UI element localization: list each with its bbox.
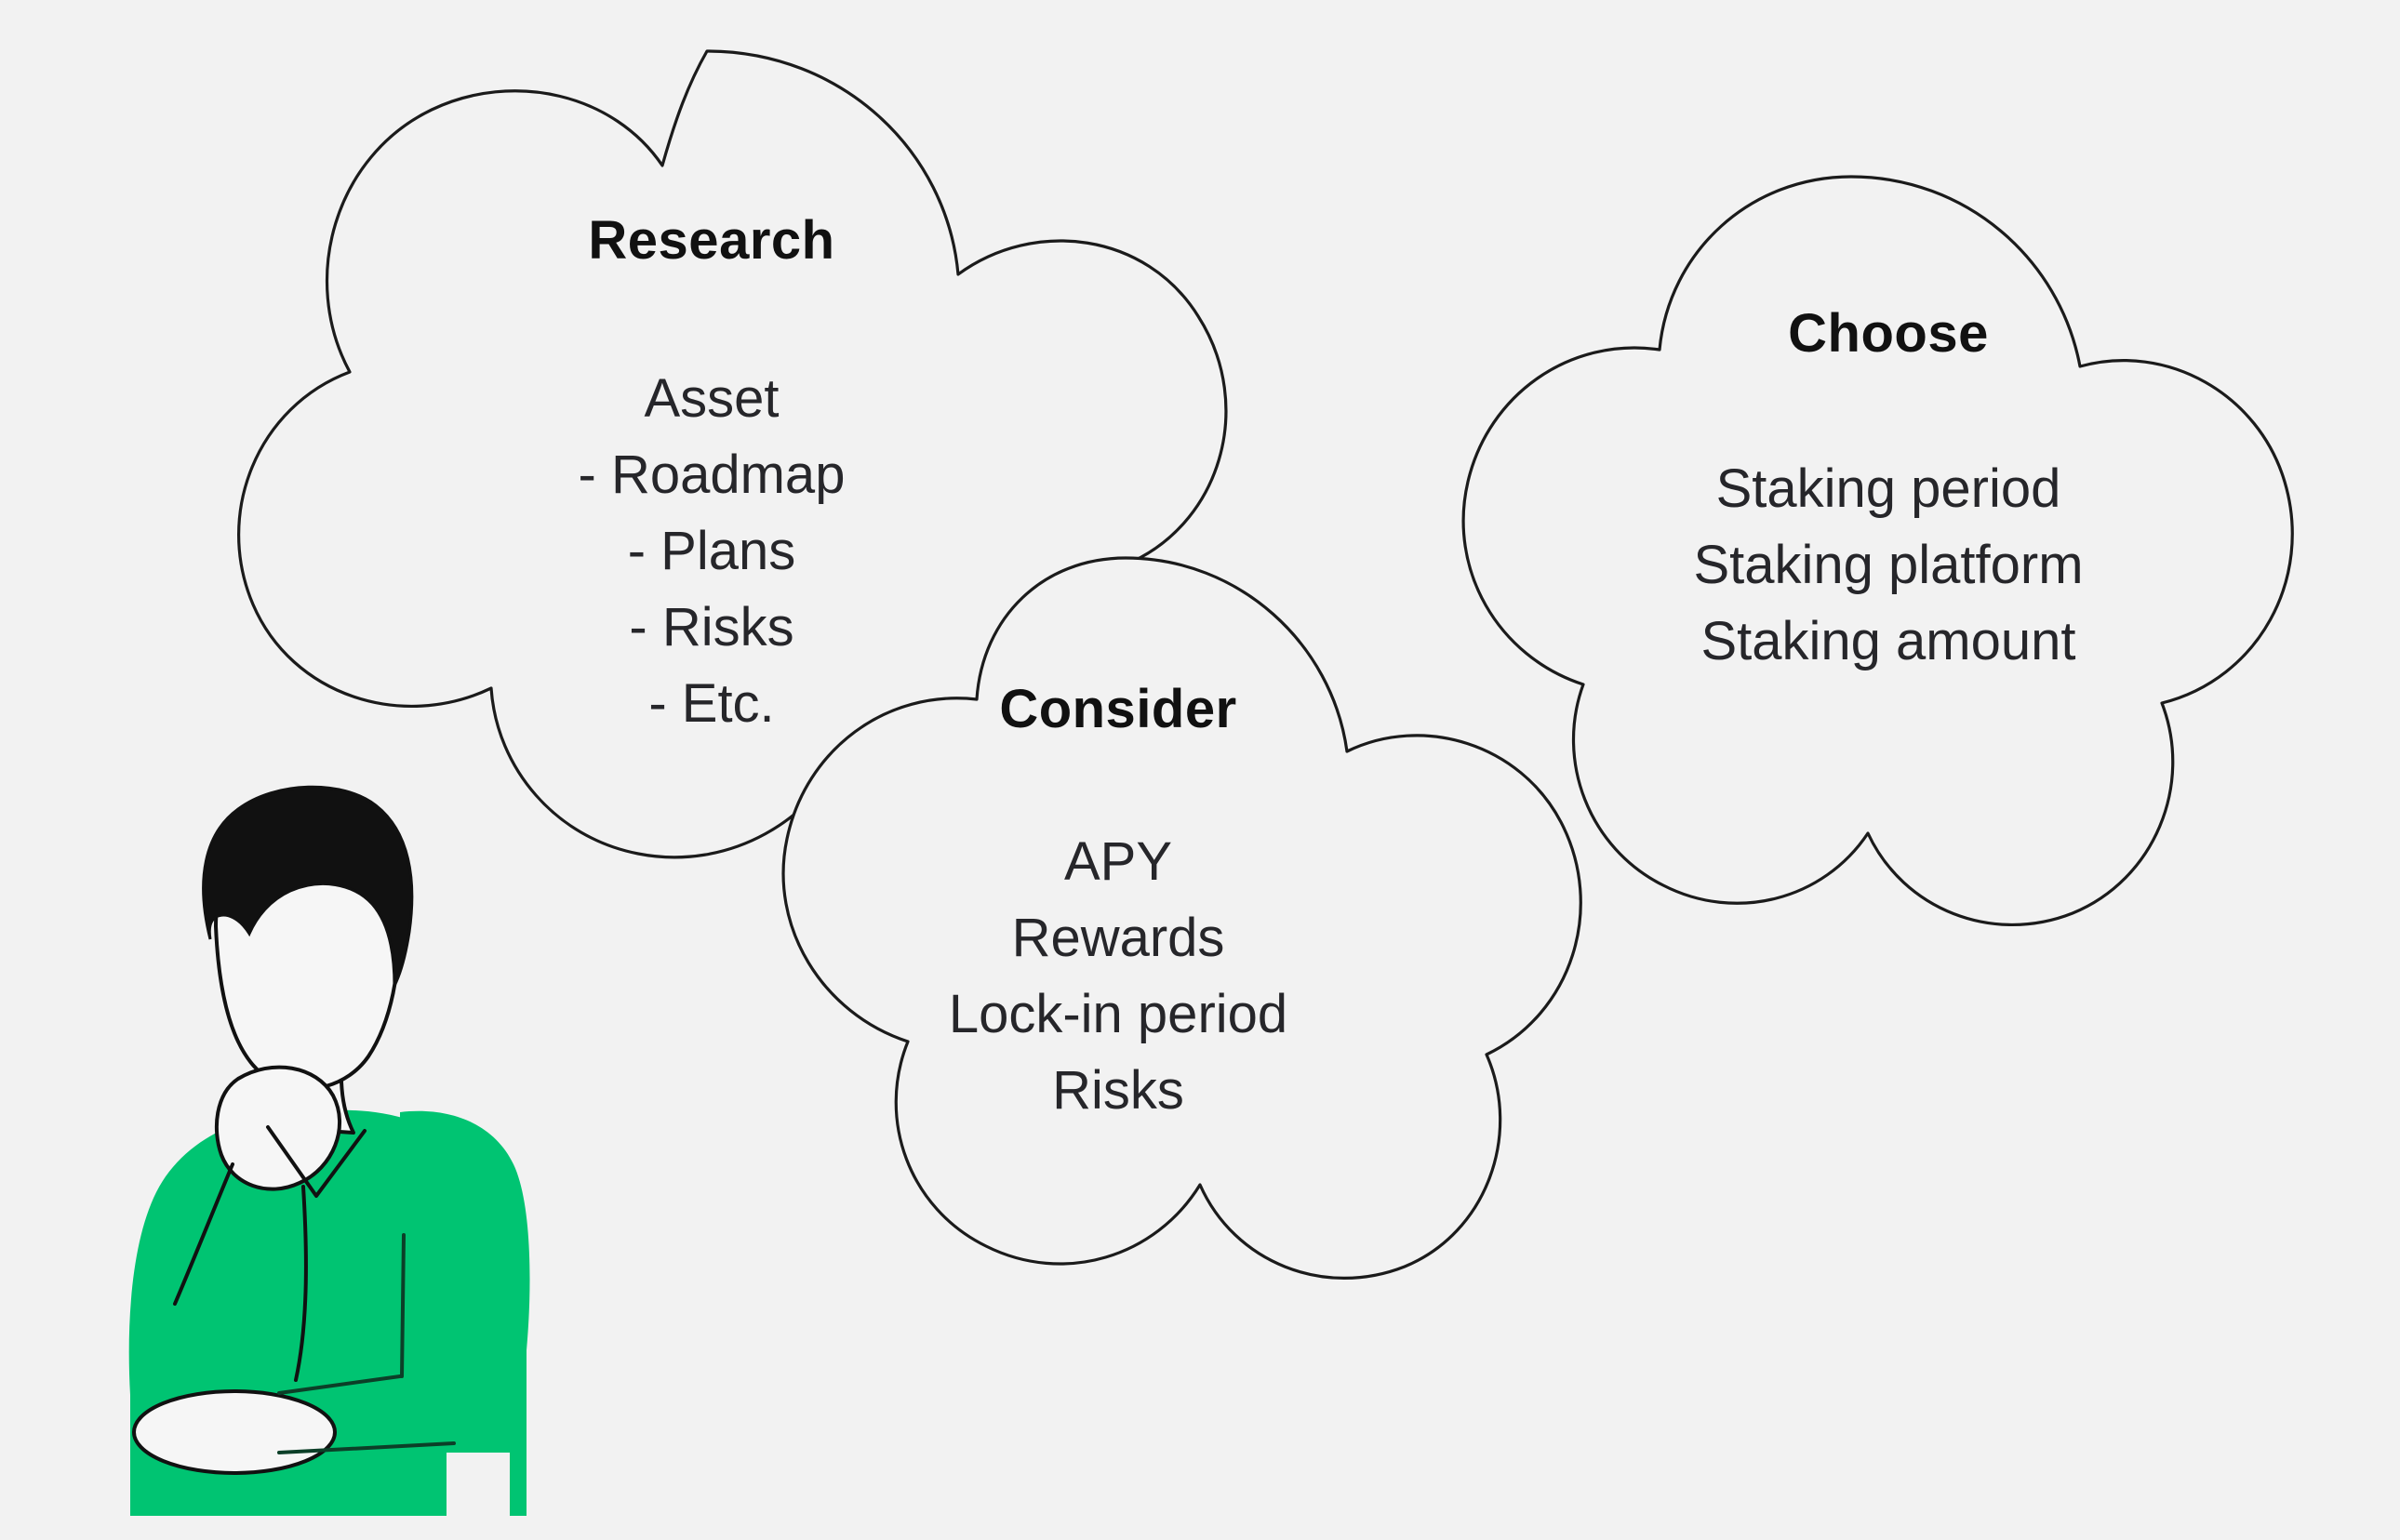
cuff-fold-bottom — [277, 1441, 456, 1454]
cloud-consider-line-1: Rewards — [1012, 908, 1225, 968]
cloud-consider-line-2: Lock-in period — [949, 984, 1287, 1044]
cloud-consider-outline — [781, 556, 1582, 1280]
upper-arm-outline — [294, 1185, 308, 1382]
cloud-research-line-3: - Risks — [629, 597, 793, 657]
cloud-choose[interactable]: Choose Staking period Staking platform S… — [1461, 175, 2294, 927]
cloud-choose-line-2: Staking amount — [1700, 611, 2075, 671]
cloud-research-outline — [237, 49, 1228, 859]
cloud-choose-title: Choose — [1788, 303, 1989, 364]
cloud-choose-line-0: Staking period — [1716, 458, 2061, 519]
cloud-research[interactable]: Research Asset - Roadmap - Plans - Risks… — [237, 49, 1228, 859]
cloud-consider-line-0: APY — [1064, 831, 1172, 892]
cloud-research-line-4: - Etc. — [648, 673, 774, 734]
cloud-consider[interactable]: Consider APY Rewards Lock-in period Risk… — [781, 556, 1582, 1280]
sleeve-fold-right — [400, 1233, 406, 1378]
cloud-choose-line-1: Staking platform — [1693, 535, 2083, 595]
cloud-research-line-2: - Plans — [628, 521, 796, 581]
cloud-research-line-0: Asset — [644, 368, 779, 429]
cloud-consider-title: Consider — [999, 679, 1236, 739]
thinking-person-illustration — [128, 785, 530, 1516]
cloud-consider-line-3: Risks — [1052, 1060, 1184, 1121]
hair — [202, 785, 414, 987]
resting-hand — [132, 1389, 337, 1475]
cloud-choose-outline — [1461, 175, 2294, 927]
cloud-research-line-1: - Roadmap — [579, 445, 846, 505]
forearm-outline — [173, 1162, 234, 1306]
sleeve-fold-left — [277, 1374, 402, 1395]
cloud-research-title: Research — [588, 210, 834, 271]
collar — [266, 1125, 367, 1198]
